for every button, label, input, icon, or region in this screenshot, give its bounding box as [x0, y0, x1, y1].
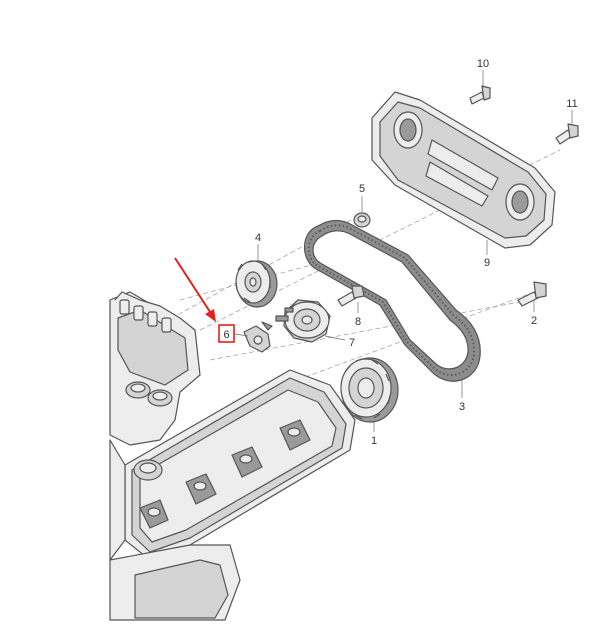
callout-labels: 1 2 3 4 5 7 8 9 10 11 — [255, 58, 578, 447]
highlight-marker: 6 — [174, 257, 235, 343]
callout-4: 4 — [255, 232, 261, 244]
nut-5 — [353, 212, 371, 228]
callout-6: 6 — [223, 329, 229, 341]
leader-lines — [234, 70, 573, 432]
bolt-8 — [337, 285, 365, 307]
callout-3: 3 — [459, 401, 465, 413]
small-sprocket — [235, 260, 278, 308]
toothed-belt — [304, 220, 481, 382]
highlight-box — [218, 324, 235, 343]
callout-11: 11 — [566, 98, 577, 110]
bolt-11 — [555, 123, 579, 145]
engine-block-drawing — [109, 291, 356, 621]
bolt-2 — [517, 281, 547, 307]
valve-tappets — [119, 299, 172, 333]
callout-8: 8 — [355, 316, 361, 328]
callout-1: 1 — [371, 435, 377, 447]
camshaft-sprocket — [340, 357, 399, 423]
callout-5: 5 — [359, 183, 365, 195]
bolt-10 — [469, 85, 491, 105]
timing-belt-cover — [371, 91, 556, 249]
callout-7: 7 — [349, 337, 355, 349]
bracket-part — [243, 321, 273, 353]
callout-9: 9 — [484, 257, 490, 269]
tensioner-roller — [275, 299, 331, 343]
spark-plug-wells — [139, 419, 311, 529]
callout-2: 2 — [531, 315, 537, 327]
callout-10: 10 — [477, 58, 489, 70]
red-arrow-head — [205, 309, 216, 322]
red-arrow — [174, 257, 213, 316]
